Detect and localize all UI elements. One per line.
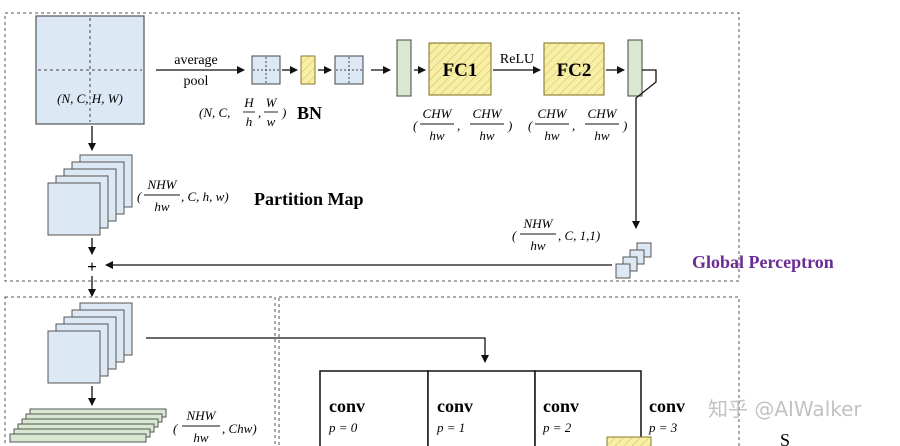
conv-label-0: conv [329,396,365,416]
pool-label-average: average [174,53,218,68]
global-perceptron-label: Global Perceptron [692,252,834,272]
watermark: 知乎 @AIWalker [708,397,862,421]
pool-out-prefix: (N, C, [199,105,230,120]
fc-out-comma: , [572,118,575,133]
conv-p-3: p = 3 [648,420,678,435]
fc-out-open: ( [528,118,533,133]
global-frac-num: NHW [523,216,554,231]
conv-p-0: p = 0 [328,420,358,435]
cut-off-text: S [780,430,790,446]
bn-block [300,55,316,85]
partition-shape-open: ( [137,189,142,204]
pool-out-frac1-num: H [243,95,254,110]
fc-in-den2: hw [479,128,495,143]
local-perceptron-panel [4,296,276,446]
partition-map-label: Partition Map [254,189,364,209]
partition-shape-rest: , C, h, w) [181,189,229,204]
pool-label-pool: pool [184,74,209,89]
conv-label-1: conv [437,396,473,416]
bn-output-map [334,55,364,85]
conv-label-3: conv [649,396,685,416]
fc-in-num2: CHW [473,106,503,121]
global-output-stack [615,242,652,279]
fc2-block [543,42,605,96]
pool-out-frac2-num: W [266,95,278,110]
output-vector [627,39,643,97]
fc-in-open: ( [413,118,418,133]
fc-out-num2: CHW [588,106,618,121]
global-shape-open: ( [512,228,517,243]
fc-in-comma: , [457,118,460,133]
fc-out-den1: hw [544,128,560,143]
relu-label: ReLU [500,52,534,67]
plus-sign: + [87,257,97,276]
local-map-stack [47,302,133,384]
pool-out-close: ) [281,105,286,120]
conv-panel [278,296,740,446]
partition-frac-den: hw [154,199,170,214]
conv-block-2 [534,370,642,446]
conv-block-1 [427,370,536,446]
fc1-block [428,42,492,96]
conv-label-2: conv [543,396,579,416]
fc-in-num1: CHW [423,106,453,121]
input-vector [396,39,412,97]
fc2-label: FC2 [557,60,592,81]
conv-p-2: p = 2 [542,420,572,435]
global-frac-den: hw [530,238,546,253]
input-shape-label: (N, C, H, W) [57,91,123,106]
local-frac-den: hw [193,430,209,445]
vector-down-connector [632,69,657,229]
fc1-label: FC1 [443,60,478,81]
conv-block-0 [319,370,429,446]
global-perceptron-panel [4,12,740,282]
fc-in-close: ) [507,118,512,133]
input-feature-map [35,15,145,125]
fc-out-den2: hw [594,128,610,143]
fc-out-close: ) [622,118,627,133]
flattened-stack [9,408,167,443]
fc-in-den1: hw [429,128,445,143]
local-shape-open: ( [173,421,178,436]
pool-out-comma: , [258,105,261,120]
global-shape-rest: , C, 1,1) [558,228,600,243]
bn-label: BN [297,103,322,123]
fc-out-num1: CHW [538,106,568,121]
local-shape-rest: , Chw) [222,421,257,436]
conv-bn-block [606,436,652,446]
pool-out-frac1-den: h [246,114,253,129]
conv-p-1: p = 1 [436,420,465,435]
pool-out-frac2-den: w [267,114,276,129]
partition-frac-num: NHW [147,177,178,192]
local-to-conv-arrow [146,337,489,363]
partition-map-stack [47,154,133,236]
local-frac-num: NHW [186,408,217,423]
